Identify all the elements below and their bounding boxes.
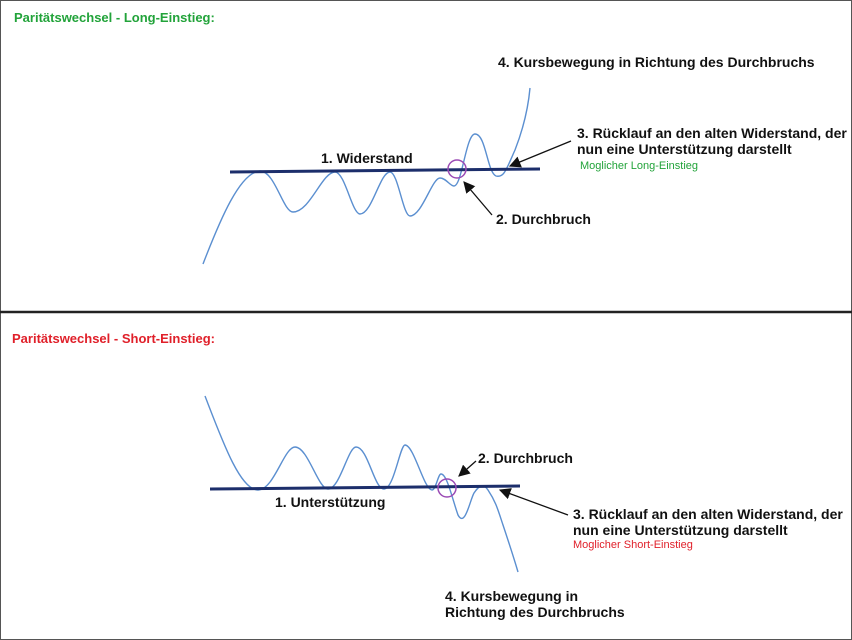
retest-arrow [498, 488, 569, 516]
breakout-circle [437, 478, 457, 498]
breakout-arrow [463, 181, 493, 216]
top-heading: Paritätswechsel - Long-Einstieg: [14, 10, 215, 25]
retest-arrow [508, 140, 572, 168]
breakout-label: 2. Durchbruch [478, 450, 573, 466]
top-panel: Paritätswechsel - Long-Einstieg: 1. Wide… [14, 10, 847, 265]
breakout-arrow [458, 460, 477, 477]
short-entry-label: Moglicher Short-Einstieg [573, 539, 693, 551]
move-label-line1: 4. Kursbewegung in [445, 588, 578, 604]
support-label: 1. Unterstützung [275, 494, 385, 510]
breakout-circle [447, 159, 467, 179]
move-label: 4. Kursbewegung in Richtung des Durchbru… [498, 54, 815, 70]
bottom-heading: Paritätswechsel - Short-Einstieg: [12, 331, 215, 346]
bottom-panel: Paritätswechsel - Short-Einstieg: 1. Unt… [12, 331, 843, 620]
resistance-label: 1. Widerstand [321, 150, 413, 166]
breakout-label: 2. Durchbruch [496, 211, 591, 227]
top-price-line [202, 87, 531, 265]
support-line [209, 484, 521, 491]
retest-label-line2: nun eine Unterstützung darstellt [577, 141, 792, 157]
bottom-price-line [204, 395, 519, 573]
retest-label-line1: 3. Rücklauf an den alten Widerstand, der [573, 506, 843, 522]
move-label-line2: Richtung des Durchbruchs [445, 604, 625, 620]
retest-label-line2: nun eine Unterstützung darstellt [573, 522, 788, 538]
retest-label-line1: 3. Rücklauf an den alten Widerstand, der [577, 125, 847, 141]
resistance-line [229, 167, 541, 174]
long-entry-label: Moglicher Long-Einstieg [580, 160, 698, 172]
